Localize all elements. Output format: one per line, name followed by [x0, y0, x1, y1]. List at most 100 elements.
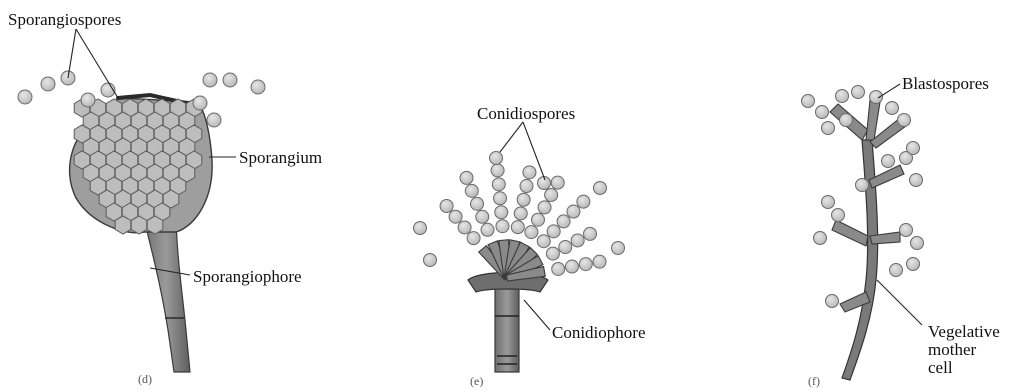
label-vegetative-line3: cell: [928, 358, 953, 377]
conidiospore: [449, 210, 462, 223]
blastospore: [890, 264, 903, 277]
blastospore: [856, 179, 869, 192]
sporangiophore-stalk: [142, 210, 190, 372]
branch: [832, 220, 868, 246]
leader-sporangiospores-2: [76, 29, 118, 98]
conidiospore: [467, 232, 480, 245]
panel-letter-f: (f): [808, 374, 820, 389]
label-conidiophore: Conidiophore: [552, 323, 646, 342]
panel-blastospore-diagram: [802, 84, 924, 380]
conidiospore: [579, 258, 592, 271]
conidiospore: [481, 223, 494, 236]
conidiospore: [460, 171, 473, 184]
conidiospore: [567, 205, 580, 218]
panel-sporangium-diagram: [18, 29, 265, 372]
conidiospore: [471, 197, 484, 210]
panel-letter-e: (e): [470, 374, 483, 389]
sporangiospore: [251, 80, 265, 94]
blastospore-cluster: [802, 86, 924, 308]
conidiospore: [511, 221, 524, 234]
conidiospore: [577, 195, 590, 208]
blastospore: [910, 174, 923, 187]
blastospore: [852, 86, 865, 99]
label-vegetative-line2: mother: [928, 340, 976, 359]
sporangiospore: [18, 90, 32, 104]
packed-spore: [131, 216, 147, 234]
sporangiospore: [81, 93, 95, 107]
sporangiospore: [223, 73, 237, 87]
leader-conidiophore: [524, 300, 550, 330]
label-sporangiophore: Sporangiophore: [193, 267, 302, 286]
label-sporangium: Sporangium: [239, 148, 322, 167]
leader-blastospores: [878, 84, 900, 98]
label-conidiospores: Conidiospores: [477, 104, 575, 123]
vegetative-hypha: [842, 140, 878, 380]
conidiospore: [514, 207, 527, 220]
sporangiospore: [203, 73, 217, 87]
conidiospore: [557, 215, 570, 228]
sporangiospore: [193, 96, 207, 110]
conidiospore: [538, 201, 551, 214]
label-sporangiospores: Sporangiospores: [8, 10, 121, 29]
conidiospore: [517, 193, 530, 206]
branch: [866, 100, 880, 140]
conidiospore: [612, 242, 625, 255]
conidiospore: [559, 241, 572, 254]
blastospore: [898, 114, 911, 127]
label-vegetative-line1: Vegelative: [928, 322, 1000, 341]
conidiospore: [523, 166, 536, 179]
conidiospore: [491, 164, 504, 177]
blastospore: [907, 258, 920, 271]
conidiospore: [490, 152, 503, 165]
blastospore: [832, 209, 845, 222]
conidiospore: [520, 180, 533, 193]
leader-sporangiospores-1: [68, 29, 76, 78]
conidiospore: [551, 176, 564, 189]
packed-spore: [147, 216, 163, 234]
conidiospore: [440, 199, 453, 212]
blastospore: [840, 114, 853, 127]
conidiospore: [494, 192, 507, 205]
blastospore: [900, 224, 913, 237]
sporangiospore: [41, 77, 55, 91]
conidiospore: [495, 206, 508, 219]
conidiospore: [571, 234, 584, 247]
blastospore: [816, 106, 829, 119]
panel-letter-d: (d): [138, 372, 152, 387]
conidiospore: [565, 260, 578, 273]
conidiophore-stalk: [495, 285, 519, 372]
conidiospore: [476, 210, 489, 223]
conidiospore: [496, 220, 509, 233]
blastospore: [814, 232, 827, 245]
conidiospore: [583, 227, 596, 240]
leader-conidiospores-1: [500, 122, 523, 152]
blastospore: [882, 155, 895, 168]
blastospore: [822, 122, 835, 135]
packed-spore: [115, 216, 131, 234]
conidiospore: [458, 221, 471, 234]
blastospore: [822, 196, 835, 209]
blastospore: [836, 90, 849, 103]
conidiospore: [547, 225, 560, 238]
sporangiospore: [207, 113, 221, 127]
blastospore: [802, 95, 815, 108]
conidiospore: [531, 213, 544, 226]
conidiospore: [492, 178, 505, 191]
conidiospore: [546, 247, 559, 260]
conidiospore: [537, 235, 550, 248]
conidiospore: [552, 262, 565, 275]
conidiospore: [594, 182, 607, 195]
blastospore: [886, 102, 899, 115]
conidiospore: [414, 222, 427, 235]
conidiospore: [545, 189, 558, 202]
blastospore: [911, 237, 924, 250]
blastospore: [826, 295, 839, 308]
leader-vegetative-cell: [877, 280, 922, 325]
conidiospore: [593, 255, 606, 268]
conidiospore: [525, 226, 538, 239]
blastospore: [907, 142, 920, 155]
conidiospore: [465, 184, 478, 197]
conidiospore: [424, 254, 437, 267]
